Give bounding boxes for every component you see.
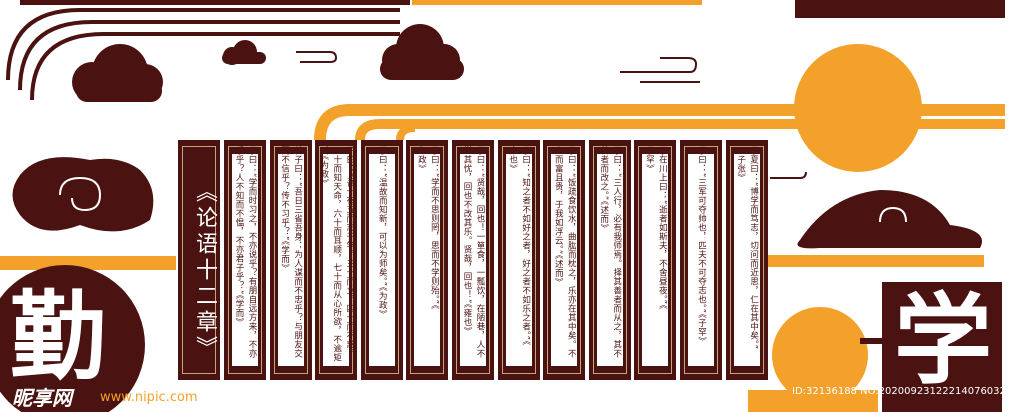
quote-line: 曾子曰：“吾日三省吾身：为人谋而不忠乎？与朋友交 (292, 146, 303, 358)
quote-line: 雍也》 (507, 146, 518, 173)
quote-line: 为政》 (416, 146, 427, 173)
title-panel: 《论语十二章》 (178, 140, 220, 380)
quote-line: 子罕》 (644, 146, 655, 173)
big-char-xue: 学 (894, 283, 993, 398)
quote-panel: 子曰：“贤哉，回也！一箪食，一瓢饮，在陋巷，人不堪其忧，回也不改其乐。贤哉，回也… (452, 140, 494, 380)
quote-line: 堪其忧，回也不改其乐。贤哉，回也！”《雍也》 (462, 146, 472, 336)
watermark-url: www.nipic.com (100, 390, 198, 405)
quote-panel: 子曰：“饭疏食饮水，曲肱而枕之，乐亦在其中矣。不义而富且贵，于我如浮云。”《述而… (543, 140, 586, 380)
quote-panel: 子曰：“三军可夺帅也，匹夫不可夺志也。”《子罕》 (680, 140, 722, 380)
quote-line: 《子张》 (735, 146, 746, 182)
quote-line: 子曰：“温故而知新，可以为师矣。”《为政》 (377, 146, 388, 319)
quote-panel: 子曰：“学而时习之，不亦说乎？有朋自远方来，不亦乐乎？人不知而不愠，不亦君子乎？… (224, 140, 266, 380)
quote-panel: 子曰：“吾十有五而志于学，三十而立，四十而不惑，五十而知天命，六十而耳顺，七十而… (315, 140, 358, 380)
quote-panel: 子曰：“三人行，必有我师焉。择其善者而从之，其不善者而改之。”《述而》 (588, 140, 631, 380)
watermark-id: ID:32136188 NO:20200923122214076032 (792, 386, 1006, 397)
title-text: 《论语十二章》 (192, 180, 217, 362)
quote-panel: 子曰：“学而不思则罔，思而不学则殆。”《为政》 (406, 140, 449, 380)
quote-line: 子曰：“吾十有五而志于学，三十而立，四十而不惑， (344, 146, 355, 358)
quote-line: 。”《为政》 (318, 146, 329, 188)
quote-panel: 曾子曰：“吾日三省吾身：为人谋而不忠乎？与朋友交而不信乎？传不习乎？”《学而》 (269, 140, 312, 380)
quote-line: 义而富且贵，于我如浮云。”《述而》 (553, 146, 564, 287)
quote-line: 子曰：“贤哉，回也！一箪食，一瓢饮，在陋巷，人不 (475, 146, 485, 358)
quote-line: 子曰：“饭疏食饮水，曲肱而枕之，乐亦在其中矣。不 (566, 146, 577, 358)
quote-line: 子曰：“三人行，必有我师焉。择其善者而从之，其不 (611, 146, 622, 358)
watermark-logo: 昵享网 (12, 386, 72, 410)
quote-line: 子在川上曰：“逝者如斯夫，不舍昼夜。”《 (657, 146, 668, 310)
quote-line: 子夏曰：“博学而笃志，切问而近思，仁在其中矣。” (748, 146, 759, 350)
quote-line: 子曰：“学而时习之，不亦说乎？有朋自远方来，不亦 (247, 146, 257, 358)
quote-panel: 子曰：“知之者不如好之者，好之者不如乐之者。”《雍也》 (497, 140, 540, 380)
quote-panel: 子曰：“温故而知新，可以为师矣。”《为政》 (360, 140, 403, 380)
quote-line: 子曰：“知之者不如好之者，好之者不如乐之者。”《 (520, 146, 531, 346)
quote-line: 善者而改之。”《述而》 (598, 146, 609, 233)
big-char-qin: 勤 (10, 280, 106, 393)
quote-panel: 子夏曰：“博学而笃志，切问而近思，仁在其中矣。”《子张》 (725, 140, 768, 380)
quote-line: 而不信乎？传不习乎？”《学而》 (279, 146, 290, 273)
quote-line: 乐乎？人不知而不愠，不亦君子乎？”《学而》 (234, 146, 244, 327)
quote-panel: 子在川上曰：“逝者如斯夫，不舍昼夜。”《子罕》 (634, 140, 677, 380)
quote-line: 子曰：“三军可夺帅也，匹夫不可夺志也。”《子罕》 (696, 146, 707, 346)
quote-line: 子曰：“学而不思则罔，思而不学则殆。”《 (429, 146, 440, 310)
quote-line: 五十而知天命，六十而耳顺，七十而从心所欲，不逾矩 (331, 146, 342, 362)
